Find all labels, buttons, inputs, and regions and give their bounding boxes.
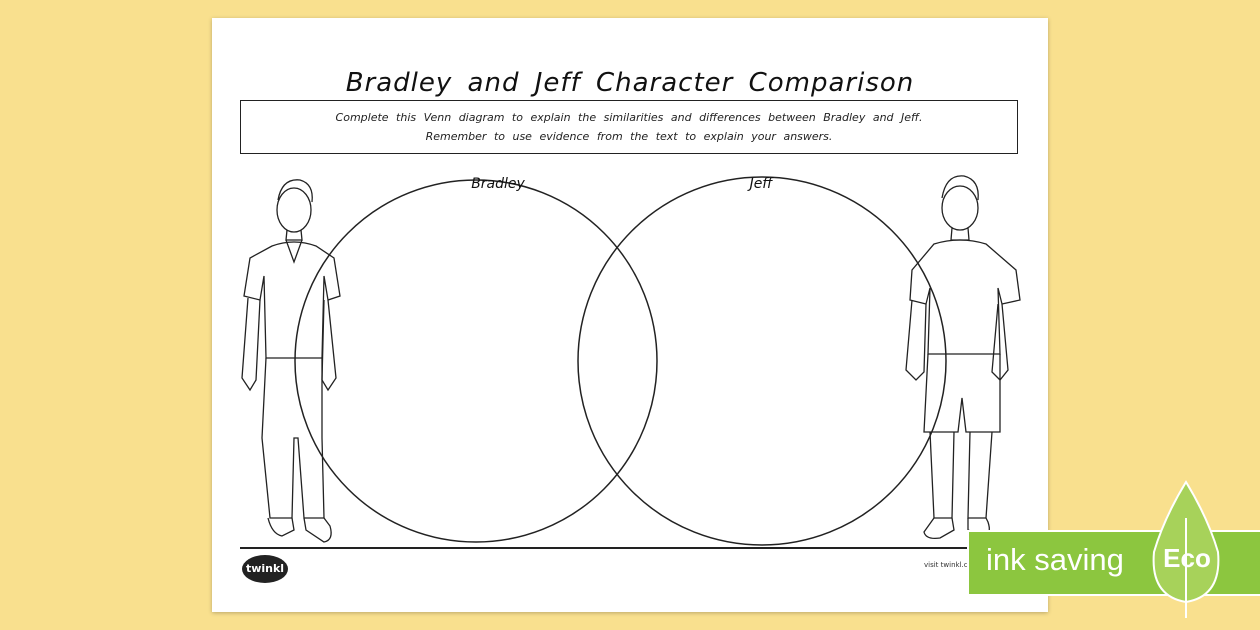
instructions-line-1: Complete this Venn diagram to explain th…: [335, 111, 923, 124]
jeff-circle: [577, 176, 947, 546]
ink-saving-text: ink saving: [986, 542, 1124, 577]
venn-diagram: [241, 175, 1021, 546]
twinkl-logo: twinkl: [242, 555, 288, 583]
footer-divider: [240, 547, 1018, 549]
bradley-illustration: [241, 179, 341, 543]
worksheet-page: Bradley and Jeff Character Comparison Co…: [212, 18, 1048, 612]
jeff-illustration: [905, 175, 1021, 540]
worksheet-title: Bradley and Jeff Character Comparison: [345, 68, 915, 98]
eco-leaf-icon: [1152, 480, 1220, 618]
jeff-label: Jeff: [749, 176, 773, 192]
bradley-label: Bradley: [471, 176, 525, 192]
eco-label: Eco: [1163, 543, 1211, 573]
instructions-line-2: Remember to use evidence from the text t…: [425, 130, 833, 143]
visit-website-text: visit twinkl.c: [924, 561, 968, 569]
instructions-box: Complete this Venn diagram to explain th…: [240, 100, 1018, 154]
bradley-circle: [294, 179, 658, 543]
